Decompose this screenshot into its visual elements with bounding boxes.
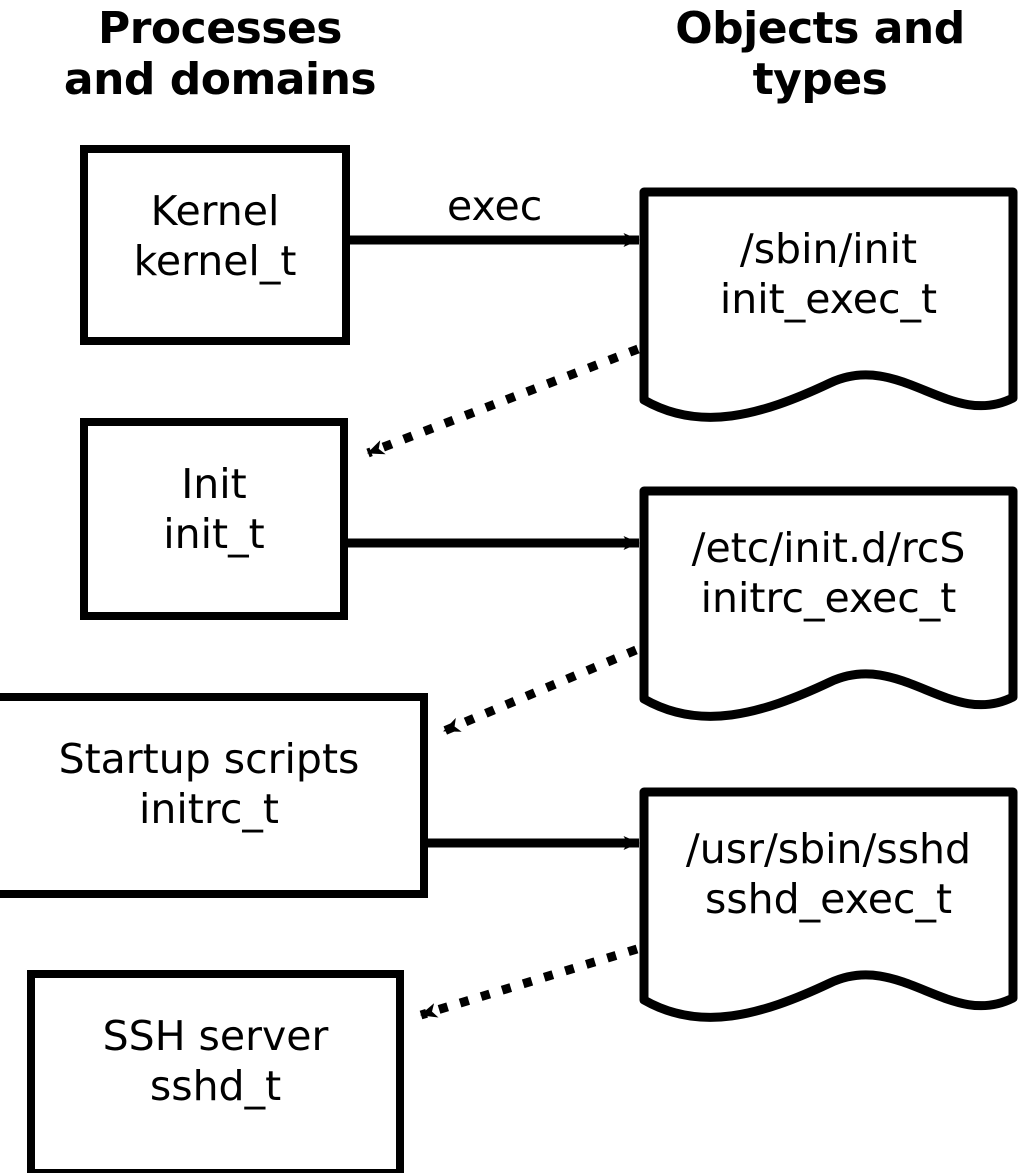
- process-box-init[interactable]: [80, 418, 348, 620]
- column-heading-objects: Objects and types: [675, 3, 965, 105]
- edge-label-exec: exec: [447, 182, 543, 230]
- column-heading-processes: Processes and domains: [63, 3, 377, 105]
- object-doc-sshd-exec[interactable]: [639, 787, 1018, 1022]
- process-box-kernel[interactable]: [80, 145, 350, 345]
- process-box-initrc[interactable]: [0, 693, 428, 898]
- edge-init-exec-to-init: [366, 344, 640, 458]
- object-doc-init-exec[interactable]: [639, 187, 1018, 422]
- process-box-sshd[interactable]: [27, 970, 404, 1173]
- object-doc-initrc-exec[interactable]: [639, 486, 1018, 721]
- edge-initrc-exec-to-initrc: [442, 645, 638, 736]
- edge-sshd-exec-to-sshd: [419, 944, 639, 1020]
